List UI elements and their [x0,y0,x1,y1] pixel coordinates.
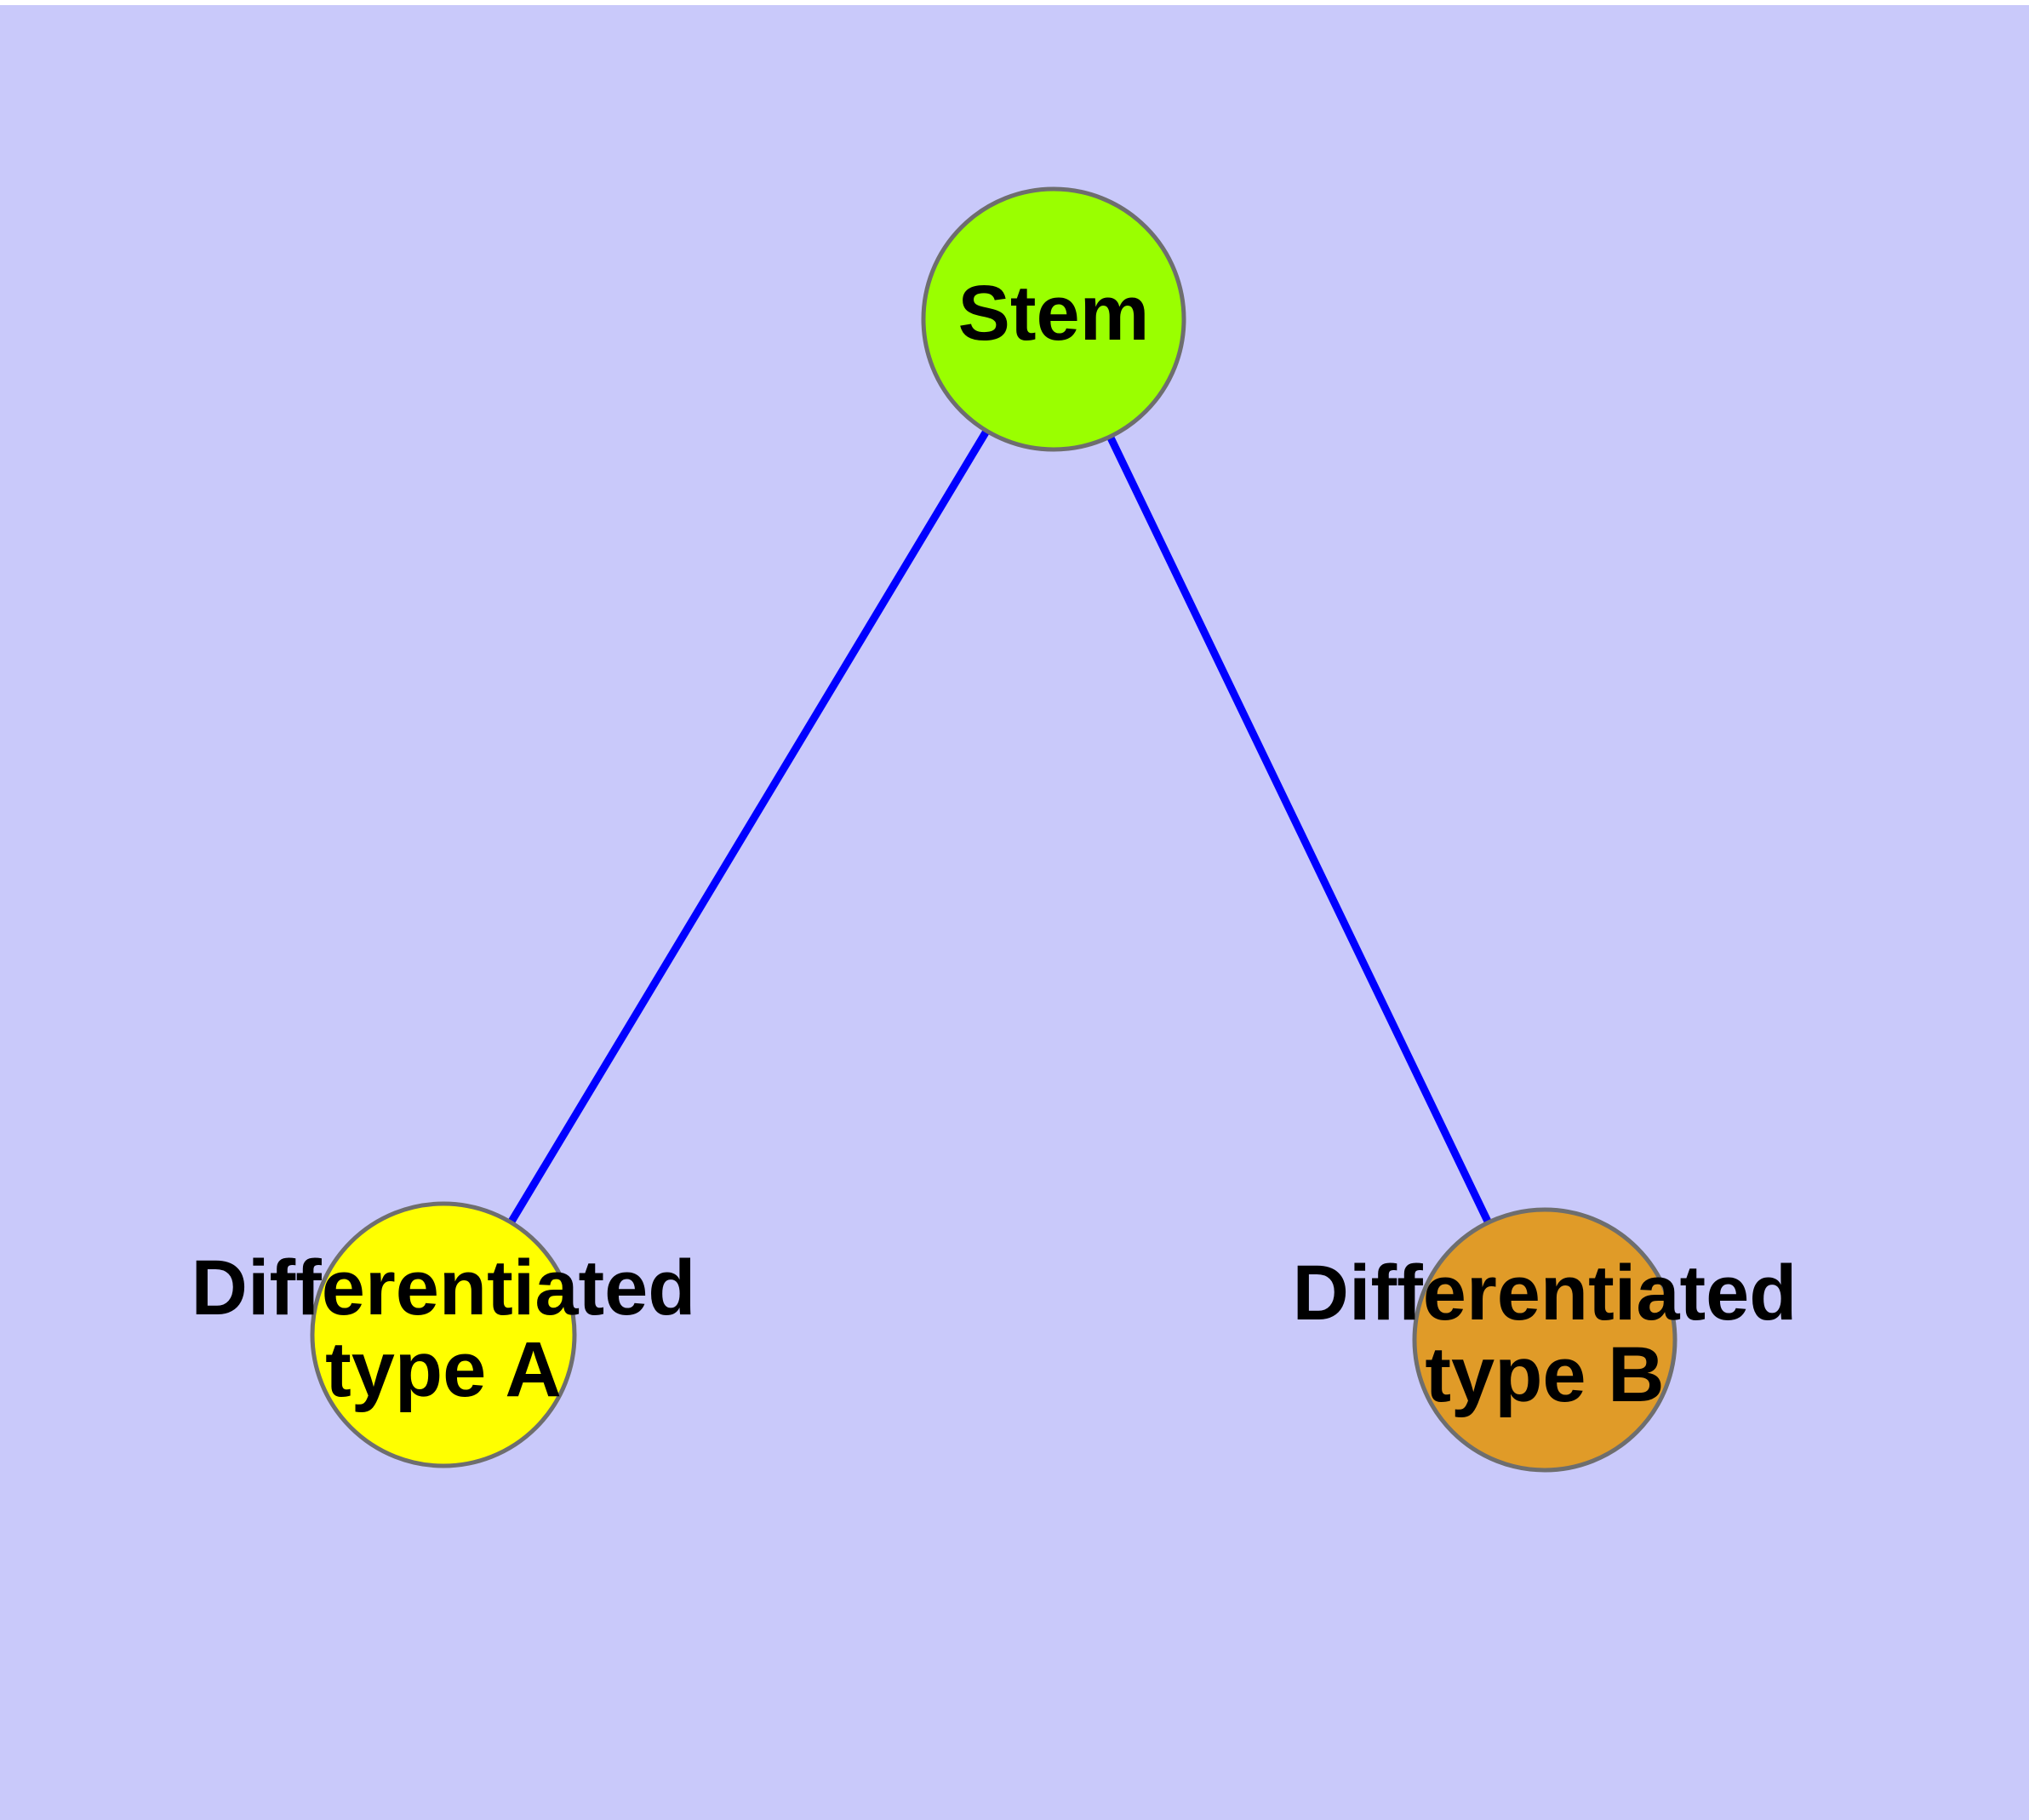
graph-edge[interactable] [1106,434,1492,1225]
node-circle-diff_a[interactable] [310,1201,577,1468]
node-circle-diff_b[interactable] [1412,1207,1677,1473]
graph-node-stem[interactable]: Stem [921,186,1186,452]
node-label-line: Differentiated [191,1245,696,1331]
graph-edge[interactable] [507,428,991,1225]
node-label-line: type A [325,1326,562,1413]
node-label-stem: Stem [958,270,1150,357]
node-circle-stem[interactable] [921,186,1186,452]
node-label-line: type B [1425,1331,1664,1418]
node-label-line: Stem [958,270,1150,357]
edges-layer [507,428,1492,1225]
node-label-line: Differentiated [1293,1250,1798,1336]
